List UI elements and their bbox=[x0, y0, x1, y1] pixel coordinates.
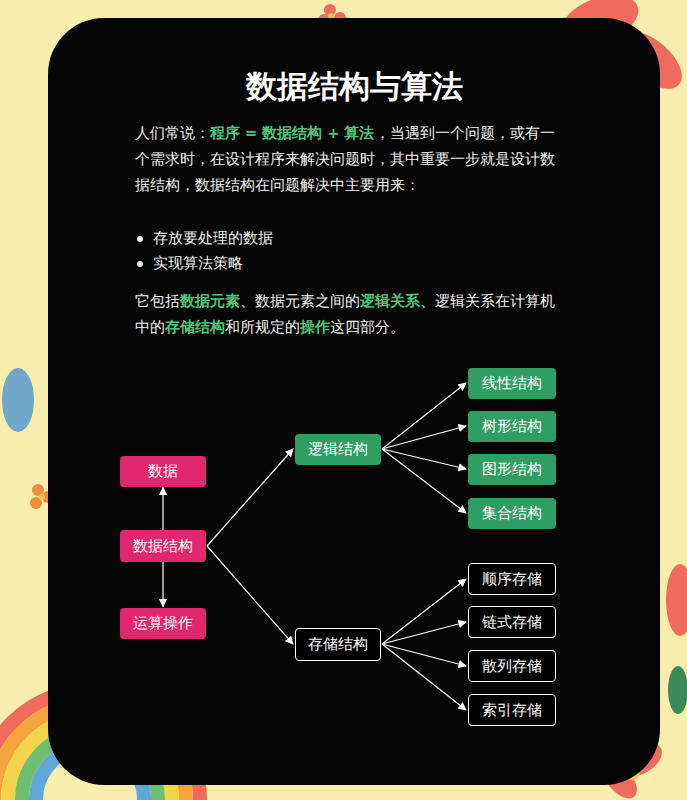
arrow-connector bbox=[382, 644, 466, 666]
highlight-text: 存储结构 bbox=[165, 319, 225, 335]
leaf-right-low bbox=[668, 666, 687, 714]
bullet-text: 实现算法策略 bbox=[153, 255, 243, 271]
highlight-text: 数据元素 bbox=[180, 293, 240, 309]
bullet-list: 存放要处理的数据实现算法策略 bbox=[135, 226, 555, 276]
arrow-connector bbox=[382, 426, 466, 449]
body-text: 人们常说： bbox=[135, 125, 210, 141]
box-label: 索引存储 bbox=[482, 701, 542, 720]
body-text: 和所规定的 bbox=[225, 319, 300, 335]
page-title: 数据结构与算法 bbox=[48, 66, 660, 108]
pink-box: 数据 bbox=[120, 456, 206, 487]
logic-box: 线性结构 bbox=[468, 368, 556, 399]
logic-box: 逻辑结构 bbox=[295, 434, 381, 465]
storage-box: 存储结构 bbox=[295, 628, 381, 661]
box-label: 散列存储 bbox=[482, 657, 542, 676]
arrow-connector bbox=[382, 622, 466, 644]
box-label: 树形结构 bbox=[482, 417, 542, 436]
box-label: 图形结构 bbox=[482, 460, 542, 479]
arrow-connector bbox=[207, 449, 293, 546]
bullet-item: 实现算法策略 bbox=[135, 251, 555, 276]
body-text: 这四部分。 bbox=[330, 319, 405, 335]
box-label: 数据 bbox=[148, 462, 178, 481]
highlight-text: 操作 bbox=[300, 319, 330, 335]
body-text: 它包括 bbox=[135, 293, 180, 309]
intro-paragraph: 它包括数据元素、数据元素之间的逻辑关系、逻辑关系在计算机中的存储结构和所规定的操… bbox=[135, 288, 559, 340]
box-label: 集合结构 bbox=[482, 504, 542, 523]
box-label: 线性结构 bbox=[482, 374, 542, 393]
highlight-text: 程序 = 数据结构 + 算法 bbox=[210, 125, 375, 141]
box-label: 运算操作 bbox=[133, 614, 193, 633]
intro-paragraph: 人们常说：程序 = 数据结构 + 算法，当遇到一个问题，或有一个需求时，在设计程… bbox=[135, 120, 559, 198]
storage-box: 链式存储 bbox=[468, 606, 556, 638]
body-text: 、数据元素之间的 bbox=[240, 293, 360, 309]
arrow-connector bbox=[382, 383, 466, 449]
box-label: 存储结构 bbox=[308, 635, 368, 654]
arrow-connector bbox=[382, 449, 466, 513]
bullet-text: 存放要处理的数据 bbox=[153, 230, 273, 246]
arrow-connector bbox=[382, 644, 466, 710]
arrow-connector bbox=[382, 579, 466, 644]
logic-box: 树形结构 bbox=[468, 411, 556, 442]
bullet-item: 存放要处理的数据 bbox=[135, 226, 555, 251]
storage-box: 顺序存储 bbox=[468, 563, 556, 595]
logic-box: 图形结构 bbox=[468, 454, 556, 485]
arrow-connector bbox=[207, 546, 293, 644]
storage-box: 索引存储 bbox=[468, 694, 556, 726]
pink-box: 运算操作 bbox=[120, 608, 206, 639]
storage-box: 散列存储 bbox=[468, 650, 556, 682]
box-label: 顺序存储 bbox=[482, 570, 542, 589]
box-label: 逻辑结构 bbox=[308, 440, 368, 459]
pink-box: 数据结构 bbox=[120, 530, 206, 562]
logic-box: 集合结构 bbox=[468, 498, 556, 529]
arrow-connector bbox=[162, 488, 163, 531]
leaf-left bbox=[2, 368, 34, 432]
leaf-right bbox=[666, 564, 687, 636]
arrow-connector bbox=[162, 562, 163, 607]
highlight-text: 逻辑关系 bbox=[360, 293, 420, 309]
box-label: 链式存储 bbox=[482, 613, 542, 632]
box-label: 数据结构 bbox=[133, 537, 193, 556]
